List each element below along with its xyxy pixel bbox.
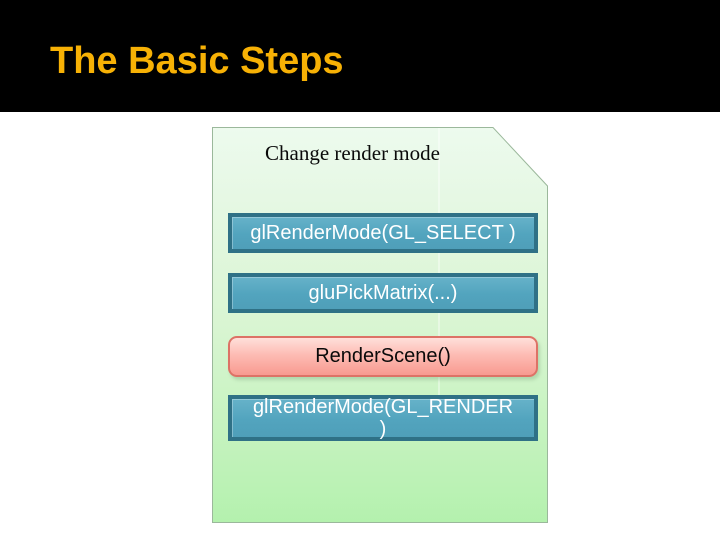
step-label: gluPickMatrix(...) <box>308 281 458 304</box>
step-label: RenderScene() <box>315 345 451 367</box>
render-mode-panel: Change render mode glRenderMode(GL_SELEC… <box>212 127 548 523</box>
slide-header: The Basic Steps <box>0 0 720 112</box>
step-box-glrendermode-select: glRenderMode(GL_SELECT ) <box>228 213 538 253</box>
step-box-glrendermode-render: glRenderMode(GL_RENDER ) <box>228 395 538 441</box>
step-label: glRenderMode(GL_RENDER ) <box>252 396 514 440</box>
panel-outline <box>212 127 548 523</box>
step-box-renderscene: RenderScene() <box>228 336 538 377</box>
folded-corner-panel-shape <box>212 127 548 523</box>
panel-heading: Change render mode <box>265 141 440 165</box>
slide-title: The Basic Steps <box>50 39 344 82</box>
step-box-glupickmatrix: gluPickMatrix(...) <box>228 273 538 313</box>
step-label: glRenderMode(GL_SELECT ) <box>250 221 516 244</box>
